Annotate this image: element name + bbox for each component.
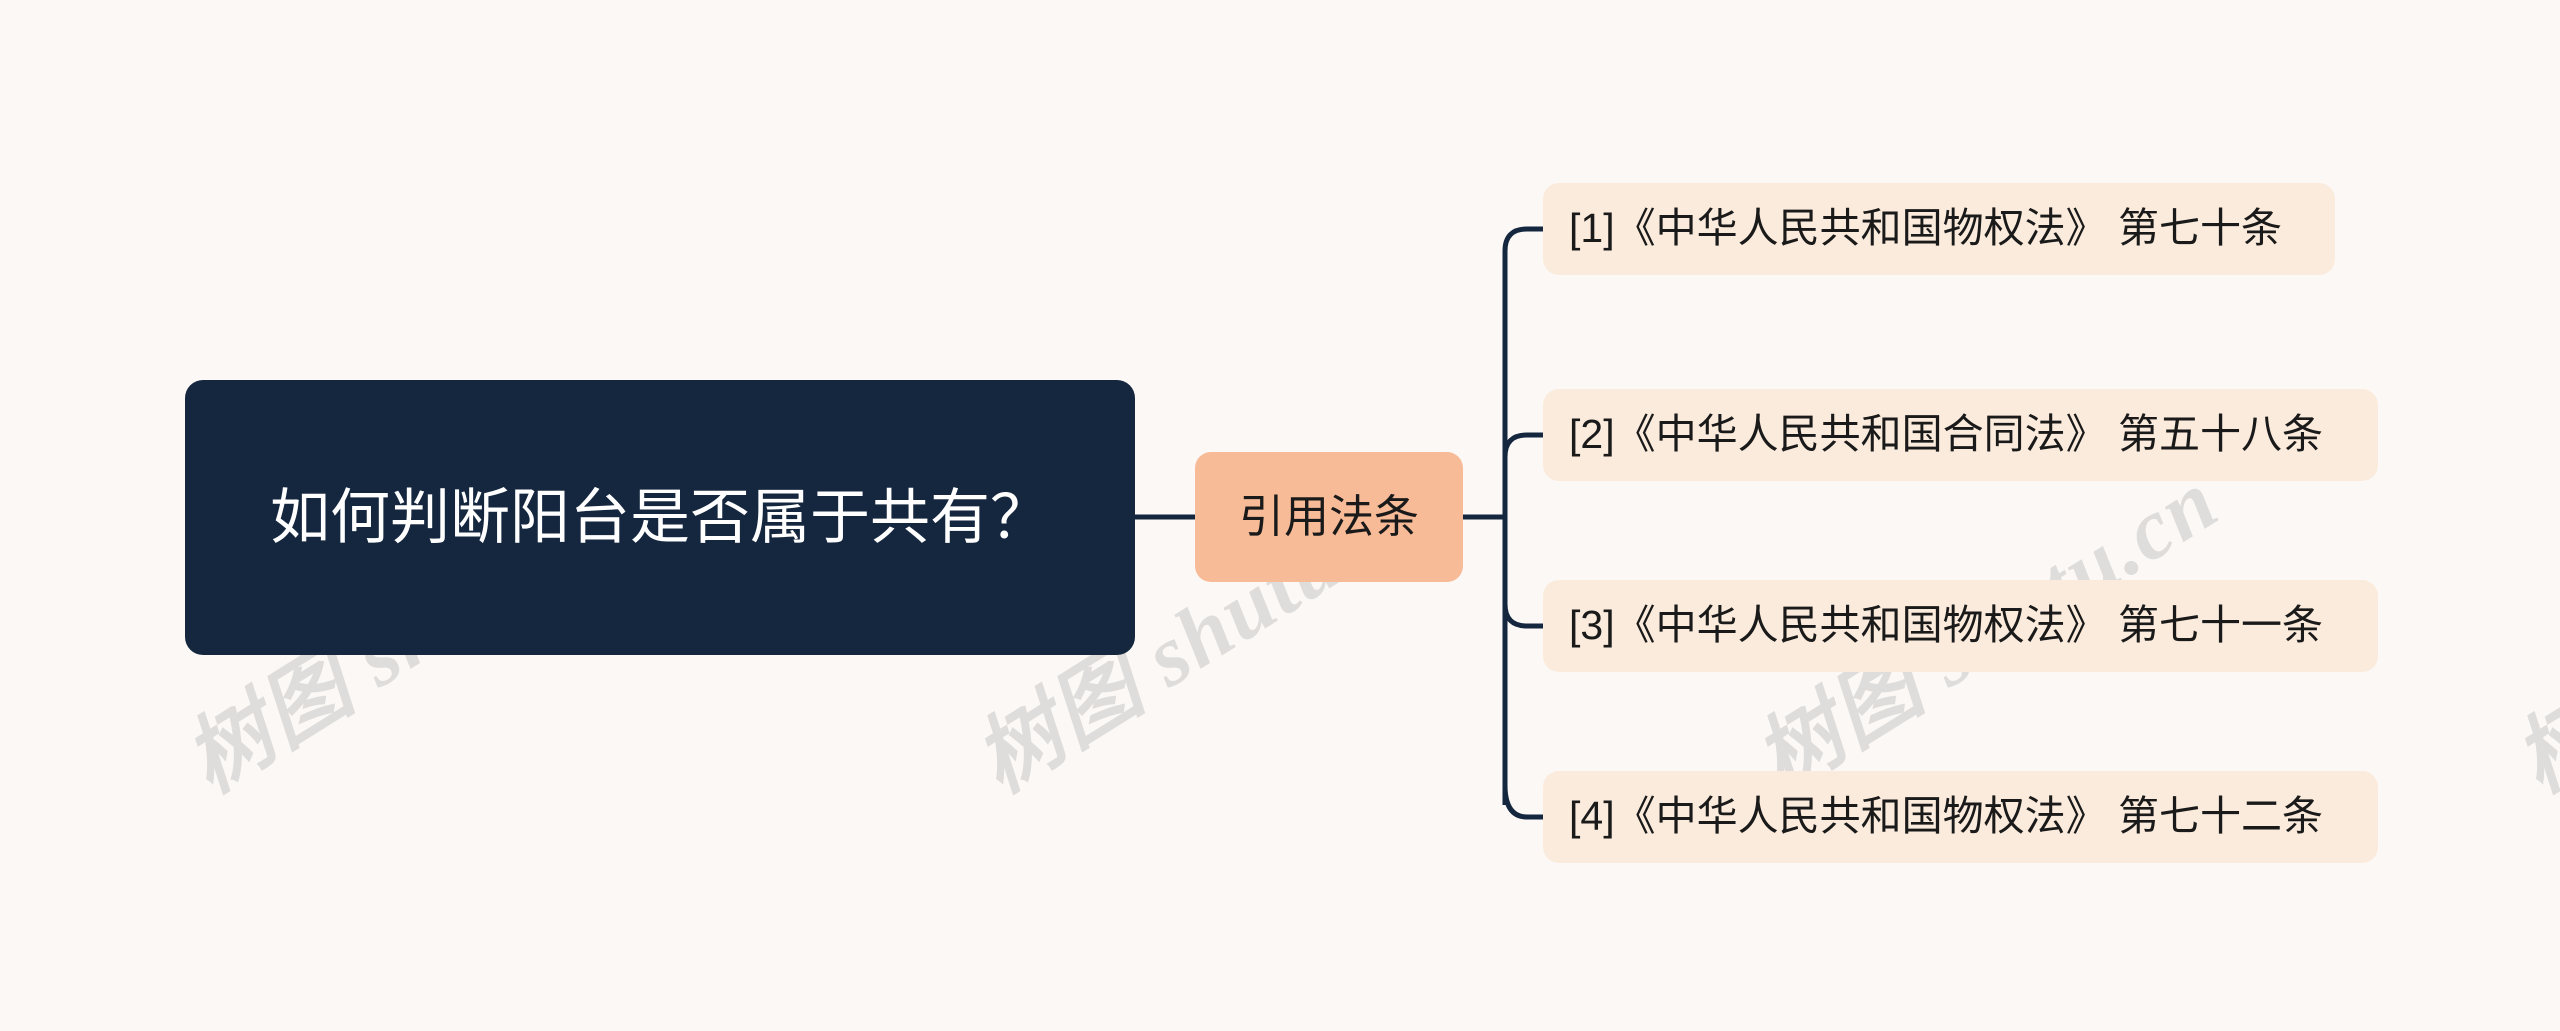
leaf-node-3[interactable]: [3]《中华人民共和国物权法》 第七十一条 <box>1543 580 2378 672</box>
leaf-node-1-label: [1]《中华人民共和国物权法》 第七十条 <box>1569 205 2282 252</box>
leaf-node-2-label: [2]《中华人民共和国合同法》 第五十八条 <box>1569 411 2323 458</box>
leaf-node-4-label: [4]《中华人民共和国物权法》 第七十二条 <box>1569 793 2323 840</box>
leaf-node-3-label: [3]《中华人民共和国物权法》 第七十一条 <box>1569 602 2323 649</box>
leaf-node-2[interactable]: [2]《中华人民共和国合同法》 第五十八条 <box>1543 389 2378 481</box>
connector-to-leaf-2 <box>1502 432 1543 458</box>
connector-to-leaf-4 <box>1502 784 1543 820</box>
connector-to-leaf-3 <box>1502 603 1543 629</box>
root-node[interactable]: 如何判断阳台是否属于共有？ <box>185 380 1135 655</box>
root-node-label: 如何判断阳台是否属于共有？ <box>270 483 1050 551</box>
leaf-node-1[interactable]: [1]《中华人民共和国物权法》 第七十条 <box>1543 183 2335 275</box>
connector-to-leaf-1 <box>1502 226 1543 271</box>
leaf-node-4[interactable]: [4]《中华人民共和国物权法》 第七十二条 <box>1543 771 2378 863</box>
branch-node-label: 引用法条 <box>1238 490 1419 542</box>
branch-node-citations[interactable]: 引用法条 <box>1195 452 1463 582</box>
